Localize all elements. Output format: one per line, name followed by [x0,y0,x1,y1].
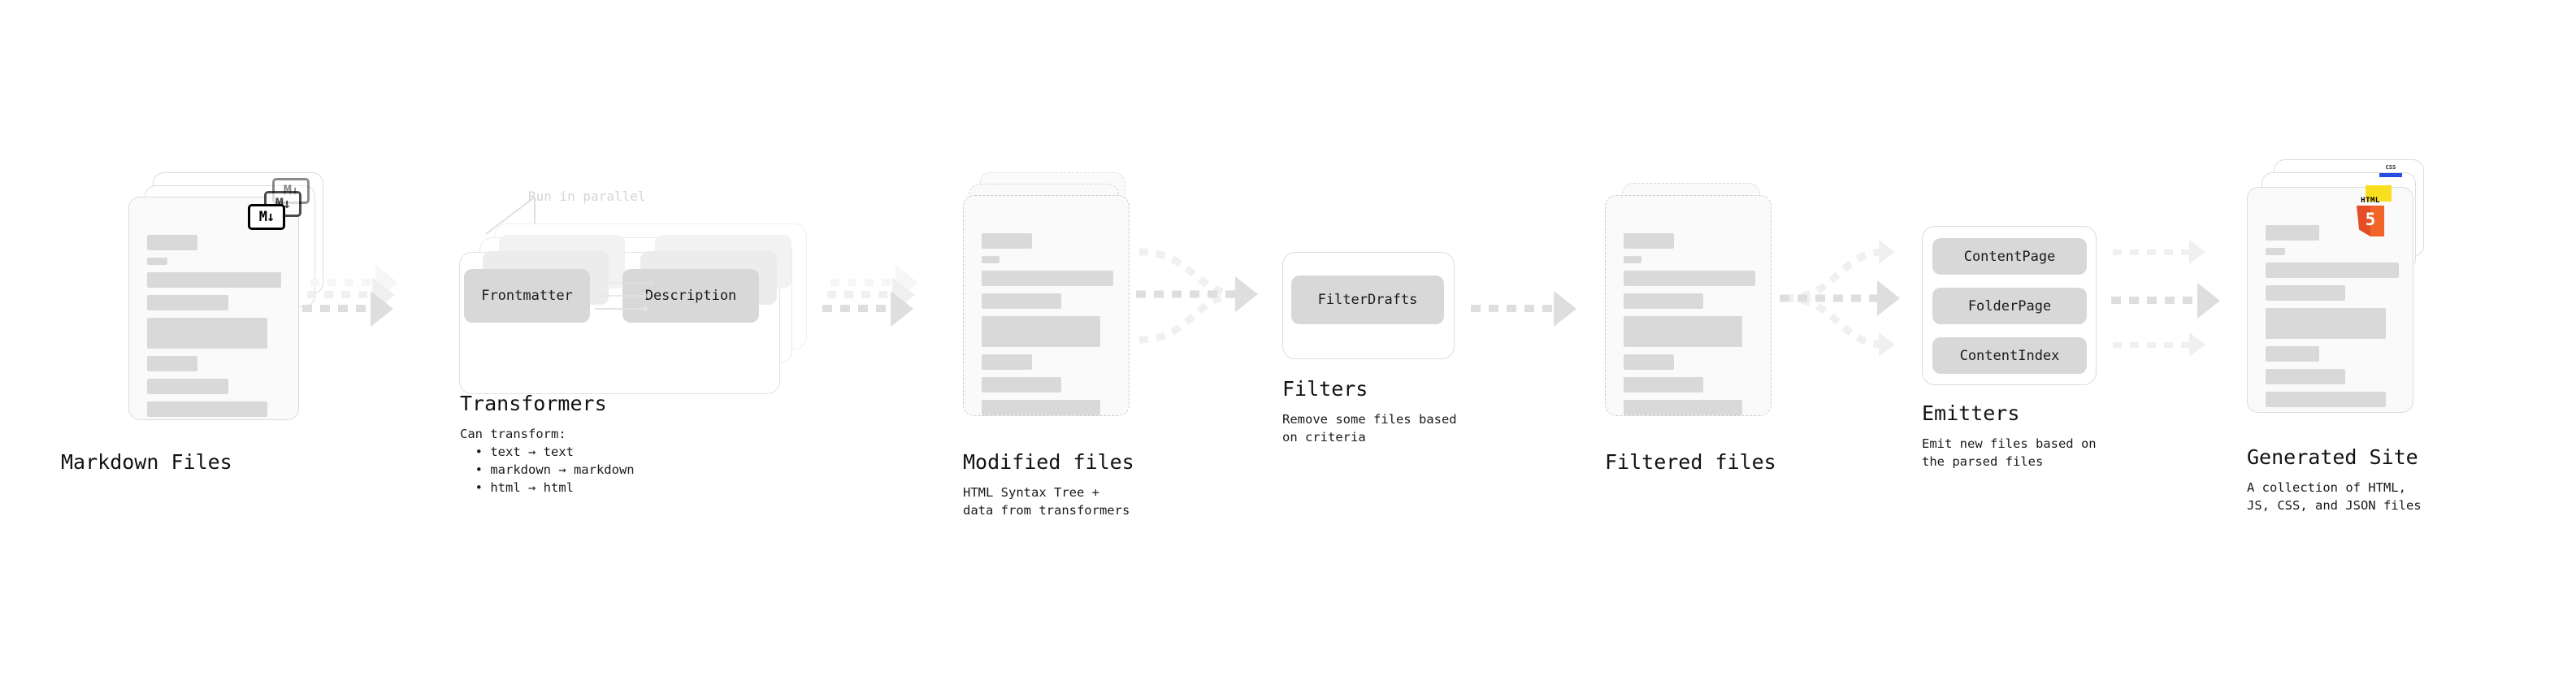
html5-badge-caption: HTML [2361,197,2380,205]
content-line [2266,225,2319,241]
file-content-lines [147,235,282,424]
transformer-chip-frontmatter[interactable]: Frontmatter [464,269,590,323]
stage-title-modified-files: Modified files [963,450,1134,474]
content-line [2266,369,2345,384]
content-line [147,272,281,288]
content-line [1624,400,1742,415]
content-line [1624,256,1641,263]
content-line [982,354,1032,370]
stage-caption-filters: Remove some files based on criteria [1282,412,1457,445]
flow-arrow-3-converge [1136,248,1242,344]
emitter-chip-label: ContentPage [1963,248,2056,265]
markdown-badge: M↓ [248,204,285,230]
file-content-lines [2266,225,2399,414]
stage-title-generated-site: Generated Site [2247,445,2418,469]
css-badge: CSS [2379,164,2402,177]
emitter-chip-folderpage[interactable]: FolderPage [1932,288,2087,324]
stage-title-markdown-files: Markdown Files [61,450,232,474]
modified-file-card-front [963,195,1130,416]
filtered-file-card-front [1605,195,1772,416]
content-line [147,235,197,250]
flow-arrow-3-head [1235,276,1284,312]
content-line [147,401,267,417]
run-in-parallel-note: Run in parallel [528,189,646,204]
stage-emitters: ContentPage FolderPage ContentIndex Emit… [1922,226,2097,469]
content-line [147,295,228,310]
transformer-chip-description[interactable]: Description [622,269,759,323]
content-line [147,356,197,371]
content-line [147,258,167,265]
emitter-chip-label: ContentIndex [1959,347,2060,364]
content-line [147,379,228,394]
content-line [1624,354,1674,370]
html5-badge-label: 5 [2365,210,2376,229]
flow-arrow-6-bottom [2113,332,2227,357]
emitter-chip-label: FolderPage [1967,297,2052,314]
filter-chip-filterdrafts[interactable]: FilterDrafts [1291,275,1444,324]
content-line [2266,262,2399,278]
stage-transformers: Run in parallel Frontmatter Description … [0,0,894,681]
content-line [1624,233,1674,249]
stage-caption-modified-files: HTML Syntax Tree + data from transformer… [963,485,1130,518]
content-line [982,377,1061,393]
content-line [1624,293,1703,309]
content-line [1624,316,1742,347]
content-line [982,293,1061,309]
content-line [1624,271,1755,286]
transformers-group: Frontmatter Description [459,235,791,394]
content-line [2266,308,2386,339]
content-line [982,233,1032,249]
html5-badge: HTML 5 [2357,197,2384,238]
file-content-lines [982,233,1113,423]
stage-markdown-files: M↓ M↓ M↓ Markdown Files [0,0,325,681]
flow-arrow-2 [822,291,928,327]
content-line [982,400,1100,415]
flow-arrow-1 [302,291,408,327]
stage-title-filtered-files: Filtered files [1605,450,1776,474]
stage-title-transformers: Transformers [460,392,607,415]
content-line [2266,392,2386,407]
stage-title-filters: Filters [1282,377,1368,401]
css-badge-label: CSS [2385,164,2396,171]
emitters-group: ContentPage FolderPage ContentIndex [1922,226,2097,385]
content-line [2266,248,2285,255]
stage-filters: FilterDrafts Filters Remove some files b… [1282,252,1457,445]
flow-arrow-4 [1471,291,1593,327]
file-content-lines [1624,233,1755,423]
flow-arrow-6-mid [2111,283,2241,319]
emitter-chip-contentpage[interactable]: ContentPage [1932,238,2087,275]
flow-arrow-5-head-mid [1877,280,1926,316]
stage-filtered-files: Filtered files [1605,183,1776,474]
transformer-inner-arrow [595,305,650,313]
flow-arrow-5-fanout [1780,248,1886,349]
content-line [982,256,1000,263]
markdown-badge-label: M↓ [258,208,275,225]
js-badge [2366,185,2392,202]
stage-caption-generated-site: A collection of HTML, JS, CSS, and JSON … [2247,480,2422,513]
transformer-inner-arrow-back-2 [609,279,656,287]
file-card-front [128,197,299,420]
transformer-inner-arrow-back-1 [603,292,650,300]
transformer-chip-label: Description [644,288,737,304]
flow-arrow-5-head-bottom [1879,332,1911,357]
content-line [2266,285,2345,301]
flow-arrow-5-head-top [1879,240,1911,264]
html5-shield-light [2370,206,2384,236]
content-line [2266,346,2319,362]
stage-title-emitters: Emitters [1922,401,2020,425]
flow-arrow-6-top [2113,240,2227,264]
content-line [982,316,1100,347]
stage-caption-emitters: Emit new files based on the parsed files [1922,436,2097,469]
content-line [147,318,267,349]
filters-group: FilterDrafts [1282,252,1455,359]
run-in-parallel-leader [485,197,536,235]
transformer-chip-label: Frontmatter [481,288,573,304]
filter-chip-label: FilterDrafts [1317,292,1418,308]
content-line [982,271,1113,286]
stage-caption-transformers: Can transform: • text → text • markdown … [460,427,635,495]
content-line [1624,377,1703,393]
stage-modified-files: Modified files HTML Syntax Tree + data f… [963,172,1134,518]
emitter-chip-contentindex[interactable]: ContentIndex [1932,337,2087,374]
site-card-front [2247,187,2413,413]
